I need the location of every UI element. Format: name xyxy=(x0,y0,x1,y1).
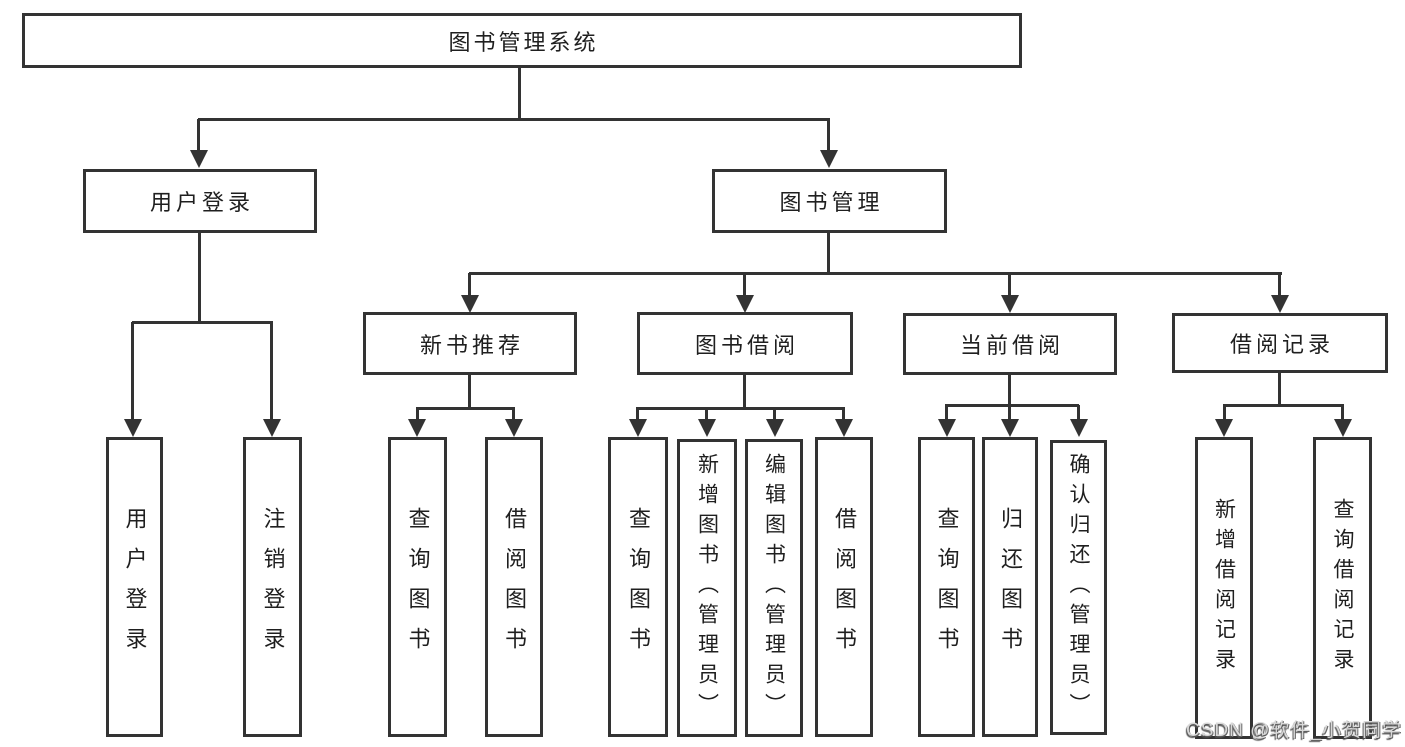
connector-line xyxy=(842,408,845,420)
arrowhead-down-icon xyxy=(263,419,281,437)
connector-line xyxy=(468,375,471,408)
arrowhead-down-icon xyxy=(505,419,523,437)
leaf-user-login: 用户登录 xyxy=(106,437,163,737)
connector-line xyxy=(1278,373,1281,405)
connector-line xyxy=(1341,405,1344,420)
arrowhead-down-icon xyxy=(736,295,754,313)
connector-line xyxy=(773,408,776,420)
connector-line xyxy=(416,407,515,410)
arrowhead-down-icon xyxy=(629,419,647,437)
node-user-login-label: 用户登录 xyxy=(149,190,254,215)
node-borrow-records-label: 借阅记录 xyxy=(1229,332,1334,357)
connector-line xyxy=(636,408,639,420)
leaf-cb-confirm-return-admin: 确认归还（管理员） xyxy=(1050,440,1107,735)
connector-line xyxy=(743,273,746,295)
leaf-br-query-record-label: 查询借阅记录 xyxy=(1331,498,1354,678)
node-user-login: 用户登录 xyxy=(83,169,317,233)
connector-line xyxy=(468,273,471,295)
arrowhead-down-icon xyxy=(190,150,208,168)
arrowhead-down-icon xyxy=(1001,419,1019,437)
arrowhead-down-icon xyxy=(766,419,784,437)
leaf-br-add-record-label: 新增借阅记录 xyxy=(1212,498,1236,678)
leaf-cb-return-books-label: 归还图书 xyxy=(998,507,1023,667)
connector-line xyxy=(197,119,200,150)
leaf-bb-add-books-admin-label: 新增图书（管理员） xyxy=(695,453,719,723)
leaf-rec-query-books-label: 查询图书 xyxy=(405,507,431,667)
connector-line xyxy=(132,321,273,324)
connector-line xyxy=(518,68,521,119)
connector-line xyxy=(1278,273,1281,295)
node-borrow-records: 借阅记录 xyxy=(1172,313,1388,373)
leaf-rec-borrow-books: 借阅图书 xyxy=(485,437,543,737)
watermark: CSDN @软件_小贺同学 xyxy=(1186,720,1402,741)
connector-line xyxy=(1008,375,1011,405)
leaf-logout-login-label: 注销登录 xyxy=(260,507,286,667)
leaf-bb-edit-books-admin: 编辑图书（管理员） xyxy=(745,439,803,737)
node-book-borrow: 图书借阅 xyxy=(637,312,853,375)
node-book-management-label: 图书管理 xyxy=(779,190,884,215)
arrowhead-down-icon xyxy=(124,419,142,437)
arrowhead-down-icon xyxy=(938,419,956,437)
arrowhead-down-icon xyxy=(408,419,426,437)
leaf-bb-add-books-admin: 新增图书（管理员） xyxy=(677,439,737,737)
arrowhead-down-icon xyxy=(1271,295,1289,313)
connector-line xyxy=(827,233,830,273)
connector-line xyxy=(1008,405,1011,420)
connector-line xyxy=(1077,405,1080,420)
leaf-rec-query-books: 查询图书 xyxy=(388,437,447,737)
node-root-label: 图书管理系统 xyxy=(448,29,599,55)
leaf-cb-confirm-return-admin-label: 确认归还（管理员） xyxy=(1067,452,1090,723)
node-new-book-recommend-label: 新书推荐 xyxy=(419,332,524,358)
leaf-bb-borrow-books-label: 借阅图书 xyxy=(832,507,857,667)
node-root: 图书管理系统 xyxy=(22,13,1022,68)
connector-line xyxy=(416,408,419,420)
node-book-management: 图书管理 xyxy=(712,169,947,233)
connector-line xyxy=(945,405,948,420)
arrowhead-down-icon xyxy=(461,295,479,313)
leaf-cb-query-books: 查询图书 xyxy=(918,437,975,737)
arrowhead-down-icon xyxy=(1215,419,1233,437)
arrowhead-down-icon xyxy=(820,150,838,168)
node-current-borrow: 当前借阅 xyxy=(903,313,1117,375)
leaf-user-login-label: 用户登录 xyxy=(122,507,148,667)
leaf-rec-borrow-books-label: 借阅图书 xyxy=(502,507,527,667)
connector-line xyxy=(636,407,845,410)
connector-line xyxy=(469,272,1282,275)
connector-line xyxy=(1008,273,1011,295)
connector-line xyxy=(512,408,515,420)
connector-line xyxy=(1223,405,1226,420)
node-current-borrow-label: 当前借阅 xyxy=(959,333,1064,358)
connector-line xyxy=(1223,404,1344,407)
leaf-bb-edit-books-admin-label: 编辑图书（管理员） xyxy=(762,453,786,723)
connector-line xyxy=(945,404,1079,407)
arrowhead-down-icon xyxy=(835,419,853,437)
connector-line xyxy=(198,118,830,121)
leaf-cb-query-books-label: 查询图书 xyxy=(934,507,960,667)
leaf-bb-query-books: 查询图书 xyxy=(608,437,668,737)
connector-line xyxy=(198,233,201,322)
arrowhead-down-icon xyxy=(1001,295,1019,313)
node-new-book-recommend: 新书推荐 xyxy=(363,312,577,375)
leaf-br-query-record: 查询借阅记录 xyxy=(1313,437,1372,739)
connector-line xyxy=(131,322,134,420)
leaf-br-add-record: 新增借阅记录 xyxy=(1195,437,1253,739)
leaf-bb-borrow-books: 借阅图书 xyxy=(815,437,873,737)
arrowhead-down-icon xyxy=(1070,419,1088,437)
connector-line xyxy=(827,119,830,150)
leaf-cb-return-books: 归还图书 xyxy=(982,437,1038,737)
node-book-borrow-label: 图书借阅 xyxy=(694,332,799,358)
arrowhead-down-icon xyxy=(1334,419,1352,437)
leaf-logout-login: 注销登录 xyxy=(243,437,302,737)
leaf-bb-query-books-label: 查询图书 xyxy=(626,507,651,667)
connector-line xyxy=(705,408,708,420)
connector-line xyxy=(270,322,273,420)
arrowhead-down-icon xyxy=(698,419,716,437)
connector-line xyxy=(743,375,746,408)
